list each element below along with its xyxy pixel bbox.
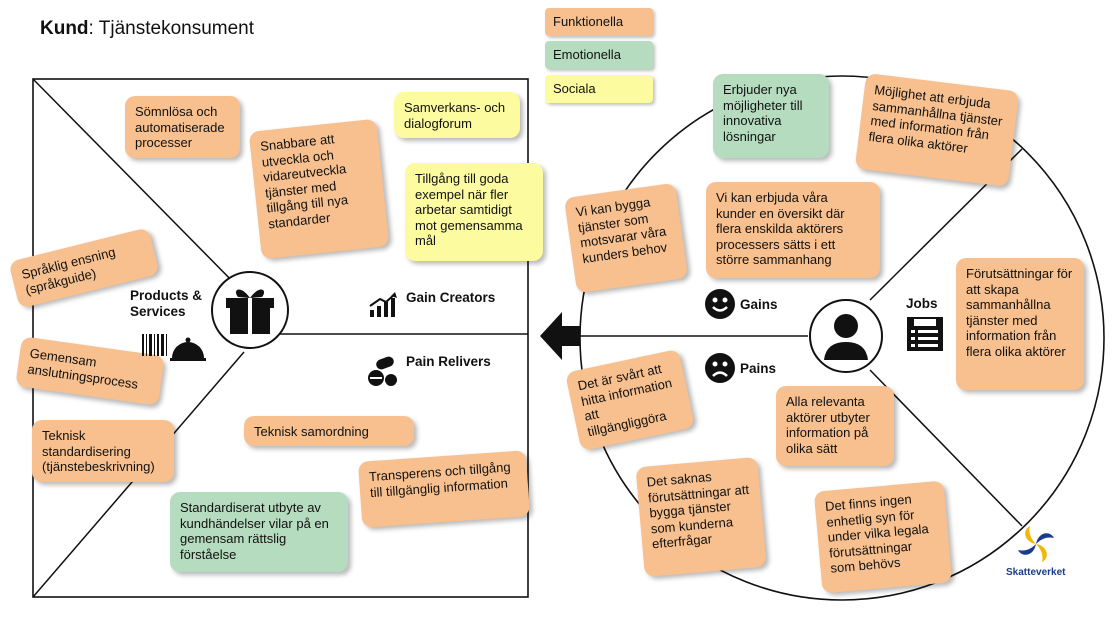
note-ingen: Det finns ingen enhetlig syn för under v…: [813, 480, 953, 594]
note-alla: Alla relevanta aktörer utbyter informati…: [776, 386, 894, 466]
note-somnlosa: Sömnlösa och automatiserade processer: [125, 96, 240, 158]
note-vi-kan-erbjuda: Vi kan erbjuda våra kunder en översikt d…: [706, 182, 880, 278]
page-title: Kund: Tjänstekonsument: [40, 18, 255, 39]
legend-functional: Funktionella: [545, 8, 653, 36]
barcode-icon: [142, 334, 167, 356]
person-icon: [808, 298, 884, 374]
note-teknisk-standardisering: Teknisk standardisering (tjänstebeskrivn…: [32, 420, 174, 482]
smile-icon: [704, 288, 736, 320]
note-mojlighet: Möjlighet att erbjuda sammanhållna tjäns…: [854, 72, 1020, 188]
note-transperens: Transperens och tillgång till tillgängli…: [357, 450, 531, 528]
pills-icon: [366, 356, 398, 388]
gains-label: Gains: [740, 297, 778, 312]
value-map-divider-top: [32, 78, 245, 294]
chart-icon: [368, 292, 398, 318]
note-erbjuder: Erbjuder nya möjligheter till innovativa…: [713, 74, 829, 158]
jobs-label: Jobs: [906, 296, 938, 311]
skatteverket-logo-icon: [1014, 522, 1058, 566]
frown-icon: [704, 352, 736, 384]
note-vi-kan-bygga: Vi kan bygga tjänster som motsvarar våra…: [563, 182, 689, 294]
pains-label: Pains: [740, 361, 777, 376]
skatteverket-logo-text: Skatteverket: [1006, 567, 1066, 578]
gain-creators-label: Gain Creators: [406, 290, 496, 305]
pain-relievers-label: Pain Relivers: [406, 354, 491, 369]
arrow-left-icon: [540, 312, 580, 360]
cloche-icon: [170, 337, 206, 361]
note-snabbare: Snabbare att utveckla och vidareutveckla…: [248, 118, 390, 260]
circle-divider-lower: [869, 369, 1023, 527]
legend-social: Sociala: [545, 75, 653, 103]
note-standardiserat: Standardiserat utbyte av kundhändelser v…: [170, 492, 348, 572]
note-forutsattningar: Förutsättningar för att skapa sammanhåll…: [956, 258, 1084, 390]
legend-emotional: Emotionella: [545, 41, 653, 69]
note-tillgang: Tillgång till goda exempel när fler arbe…: [405, 163, 543, 261]
products-services-label: Products & Services: [130, 288, 203, 319]
gift-icon: [210, 270, 290, 350]
note-saknas: Det saknas förutsättningar att bygga tjä…: [635, 456, 767, 578]
note-teknisk-samordning: Teknisk samordning: [244, 416, 414, 446]
note-samverkans: Samverkans- och dialogforum: [394, 92, 520, 138]
jobs-icon: [906, 316, 944, 352]
